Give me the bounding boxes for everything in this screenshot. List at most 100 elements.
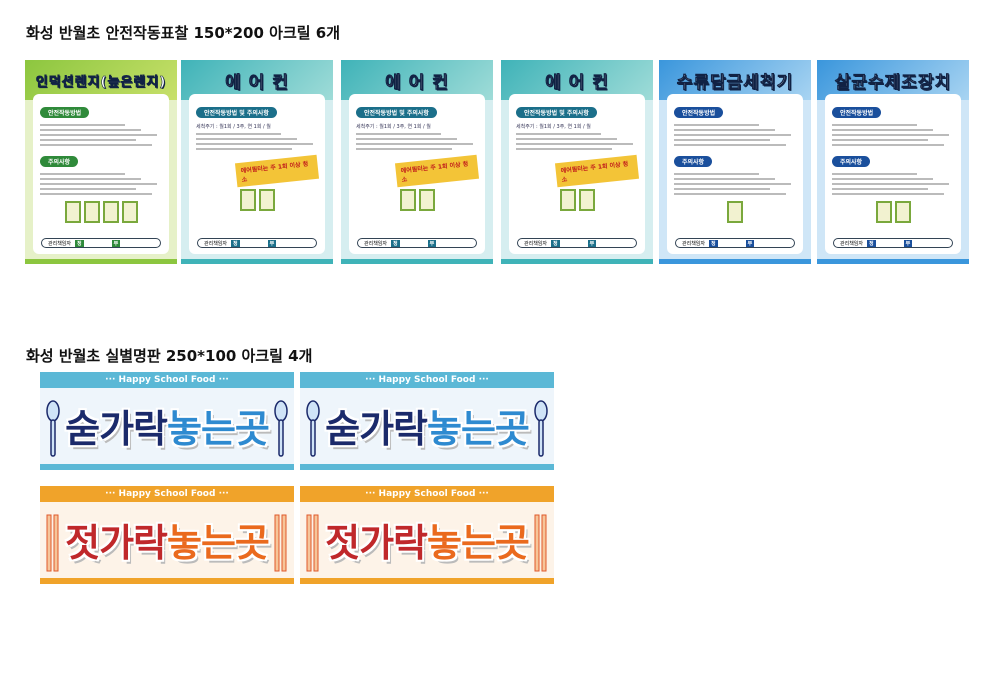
panel-footer-stripe bbox=[341, 259, 493, 264]
section-label: 안전작동방법 bbox=[674, 107, 724, 118]
safety-icons bbox=[674, 201, 796, 223]
wash-cycle-text: 세척주기 : 월1회 / 3주, 연 1회 / 월 bbox=[516, 124, 591, 130]
wash-cycle-text: 세척주기 : 월1회 / 3주, 연 1회 / 월 bbox=[196, 124, 271, 130]
spoon-icon bbox=[534, 400, 548, 458]
text-line bbox=[40, 193, 153, 195]
text-line bbox=[40, 183, 158, 185]
text-line bbox=[832, 193, 945, 195]
manager-label: 관리책임자 bbox=[840, 240, 864, 247]
safety-pictogram-icon bbox=[64, 201, 81, 223]
text-line bbox=[516, 133, 602, 135]
safety-pictogram-icon bbox=[239, 189, 256, 211]
sign-title: 숟가락놓는곳 bbox=[40, 398, 294, 453]
safety-icons bbox=[40, 201, 162, 223]
section-label: 안전작동방법 bbox=[832, 107, 882, 118]
chopsticks-icon bbox=[274, 514, 288, 572]
text-line bbox=[674, 144, 787, 146]
manager-label: 관리책임자 bbox=[204, 240, 228, 247]
text-line bbox=[356, 138, 458, 140]
text-line bbox=[832, 188, 929, 190]
text-line bbox=[674, 188, 771, 190]
panel-title: 수류담금세척기 bbox=[659, 60, 811, 100]
text-line bbox=[674, 129, 776, 131]
safety-pictogram-icon bbox=[727, 201, 743, 223]
chopsticks-icon bbox=[46, 514, 60, 572]
sign-banner: ··· Happy School Food ··· bbox=[300, 486, 554, 502]
section-label: 안전작동방법 및 주의사항 bbox=[356, 107, 437, 118]
sign-bottom-stripe bbox=[300, 464, 554, 470]
text-line bbox=[832, 134, 950, 136]
secondary-label: 부 bbox=[587, 239, 597, 247]
panel-footer-stripe bbox=[181, 259, 333, 264]
sign-title-part2: 놓는곳 bbox=[427, 521, 530, 565]
panel-title: 인덕션렌지(높은렌지) bbox=[25, 60, 177, 100]
section-label: 안전작동방법 및 주의사항 bbox=[196, 107, 277, 118]
text-line bbox=[356, 143, 474, 145]
warning-note: 에어필터는 주 1회 이상 청소 bbox=[234, 154, 320, 188]
text-line bbox=[832, 124, 918, 126]
text-line bbox=[832, 144, 945, 146]
text-line bbox=[40, 173, 126, 175]
chopsticks-icon bbox=[534, 514, 548, 572]
panel-footer-stripe bbox=[659, 259, 811, 264]
text-line bbox=[674, 134, 792, 136]
text-line bbox=[40, 188, 137, 190]
sign-bottom-stripe bbox=[300, 578, 554, 584]
panel-title: 살균수제조장치 bbox=[817, 60, 969, 100]
section-label: 안전작동방법 및 주의사항 bbox=[516, 107, 597, 118]
safety-pictogram-icon bbox=[121, 201, 138, 223]
primary-label: 정 bbox=[867, 239, 876, 247]
panel-title: 에 어 컨 bbox=[181, 60, 333, 100]
text-line bbox=[674, 173, 760, 175]
spoon-icon bbox=[46, 400, 60, 458]
text-line bbox=[40, 144, 153, 146]
sign-banner: ··· Happy School Food ··· bbox=[300, 372, 554, 388]
sign-banner: ··· Happy School Food ··· bbox=[40, 486, 294, 502]
safety-icons bbox=[196, 189, 318, 211]
text-line bbox=[516, 143, 634, 145]
text-line bbox=[674, 183, 792, 185]
safety-pictogram-icon bbox=[102, 201, 119, 223]
text-line bbox=[832, 129, 934, 131]
section-heading-safety-tags: 화성 반월초 안전작동표찰 150*200 아크릴 6개 bbox=[26, 24, 341, 42]
panel-title: 에 어 컨 bbox=[341, 60, 493, 100]
sign-title-part2: 놓는곳 bbox=[427, 407, 530, 451]
text-line bbox=[674, 139, 771, 141]
text-line bbox=[674, 124, 760, 126]
secondary-label: 부 bbox=[267, 239, 277, 247]
secondary-label: 부 bbox=[427, 239, 437, 247]
sign-title-part1: 숟가락 bbox=[65, 407, 168, 451]
text-line bbox=[196, 138, 298, 140]
text-line bbox=[832, 183, 950, 185]
panel-title: 에 어 컨 bbox=[501, 60, 653, 100]
sign-banner: ··· Happy School Food ··· bbox=[40, 372, 294, 388]
room-sign: ··· Happy School Food ··· 숟가락놓는곳 bbox=[40, 372, 294, 470]
text-line bbox=[516, 138, 618, 140]
section-label: 주의사항 bbox=[832, 156, 871, 167]
sign-title-part1: 젓가락 bbox=[65, 521, 168, 565]
sign-bottom-stripe bbox=[40, 578, 294, 584]
text-line bbox=[674, 178, 776, 180]
primary-label: 정 bbox=[551, 239, 560, 247]
manager-label: 관리책임자 bbox=[364, 240, 388, 247]
sign-title-part1: 숟가락 bbox=[325, 407, 428, 451]
sign-title-part2: 놓는곳 bbox=[167, 407, 270, 451]
panel-footer-stripe bbox=[25, 259, 177, 264]
section-label: 안전작동방법 bbox=[40, 107, 90, 118]
text-line bbox=[356, 148, 453, 150]
spoon-icon bbox=[306, 400, 320, 458]
safety-pictogram-icon bbox=[875, 201, 892, 223]
